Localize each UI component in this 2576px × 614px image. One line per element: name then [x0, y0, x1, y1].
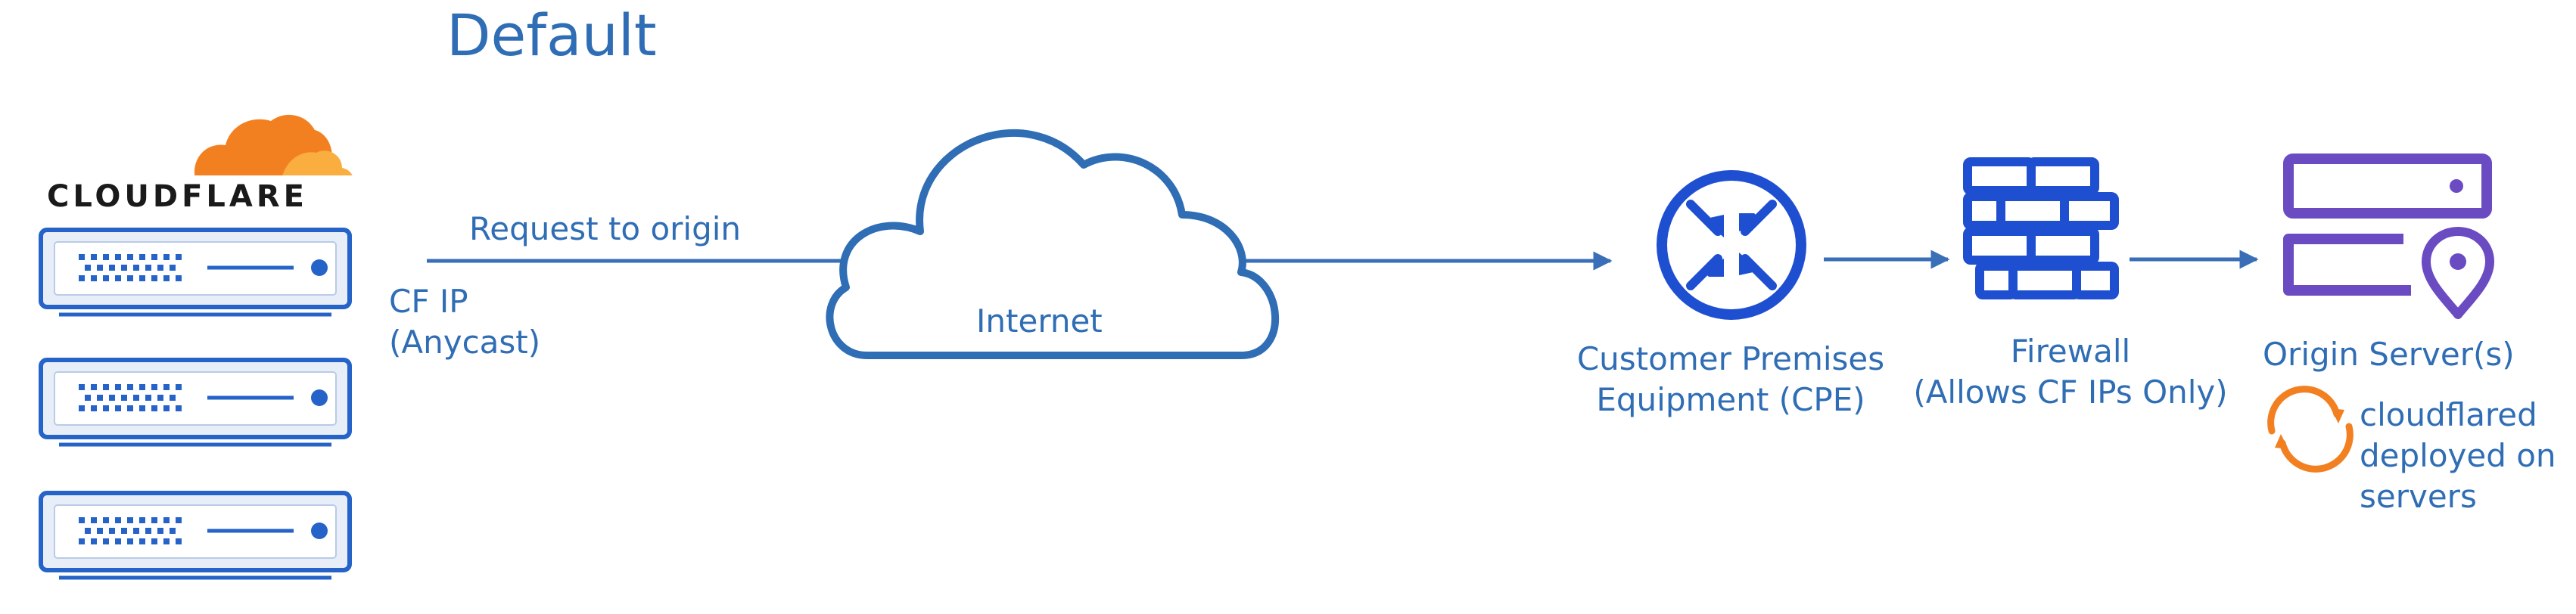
internet-label: Internet: [976, 302, 1103, 340]
cf-ip-label: CF IP (Anycast): [389, 283, 541, 361]
cloudflared-label: cloudflared deployed on servers: [2360, 396, 2556, 515]
origin-label: Origin Server(s): [2263, 336, 2515, 373]
cloudflare-wordmark: CLOUDFLARE: [47, 179, 308, 214]
diagram-title: Default: [446, 2, 657, 69]
internet-cloud-icon: [826, 129, 1279, 359]
origin-server-icon: [2283, 154, 2494, 319]
server-rack-icon: [39, 228, 352, 580]
firewall-icon: [1963, 157, 2119, 299]
request-label: Request to origin: [469, 210, 742, 247]
cpe-label: Customer Premises Equipment (CPE): [1576, 340, 1885, 418]
server-unit-3: [39, 491, 352, 580]
firewall-label: Firewall (Allows CF IPs Only): [1913, 333, 2228, 411]
sync-icon: [2267, 386, 2354, 473]
server-unit-1: [39, 228, 352, 317]
server-unit-2: [39, 358, 352, 447]
router-icon: [1657, 170, 1806, 320]
cloudflare-logo: [189, 114, 357, 181]
